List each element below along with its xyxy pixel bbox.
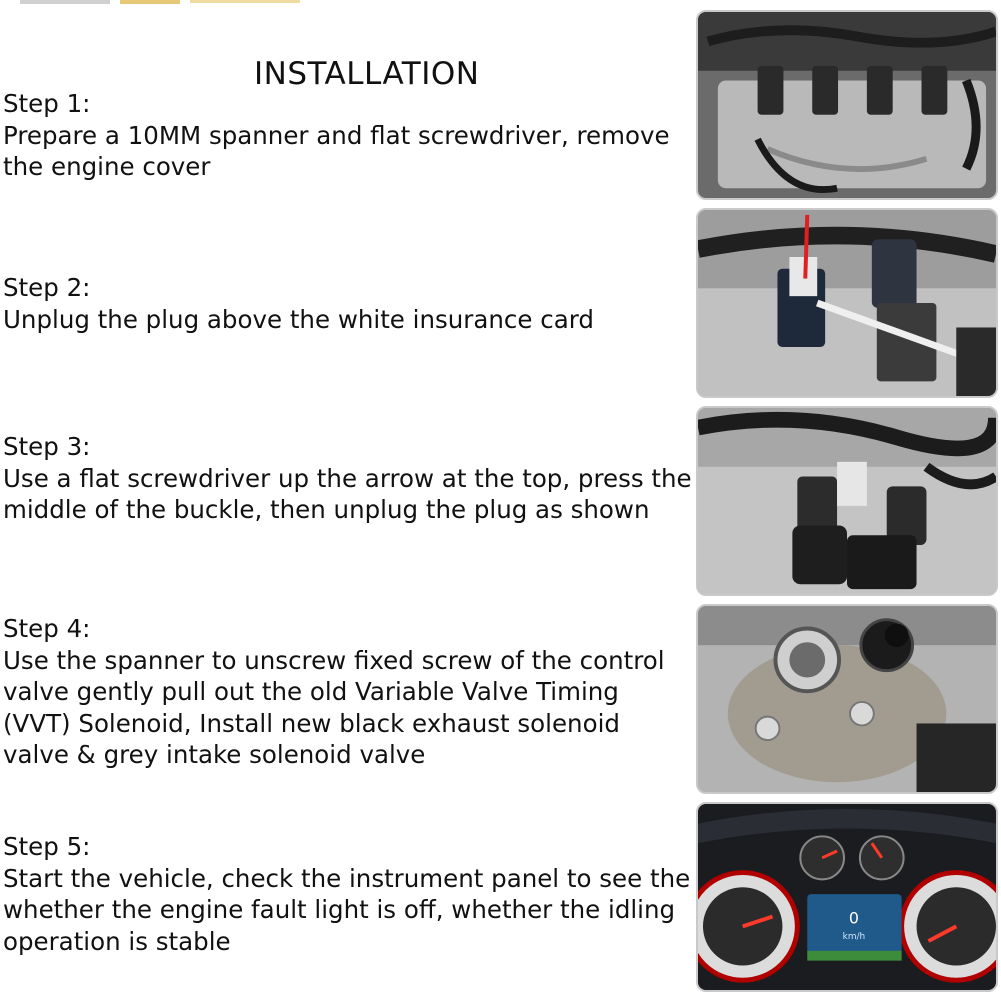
- dash-speed-value: 0: [849, 909, 859, 928]
- step-1-label: Step 1:: [3, 89, 91, 118]
- step-3-text: Use a flat screwdriver up the arrow at t…: [3, 463, 692, 525]
- step-3: Step 3: Use a flat screwdriver up the ar…: [3, 431, 693, 526]
- engine-cover-photo: [696, 10, 998, 200]
- brand-logo-fragment: [20, 0, 300, 4]
- step-1: Step 1: Prepare a 10MM spanner and flat …: [3, 88, 693, 183]
- step-1-text: Prepare a 10MM spanner and flat screwdri…: [3, 120, 670, 182]
- step-4: Step 4: Use the spanner to unscrew fixed…: [3, 613, 693, 771]
- step-2-text: Unplug the plug above the white insuranc…: [3, 304, 594, 334]
- step-2: Step 2: Unplug the plug above the white …: [3, 272, 693, 335]
- step-3-label: Step 3:: [3, 432, 91, 461]
- step-5-text: Start the vehicle, check the instrument …: [3, 863, 691, 956]
- step-5-label: Step 5:: [3, 832, 91, 861]
- step-2-label: Step 2:: [3, 273, 91, 302]
- dash-speed-unit: km/h: [843, 932, 866, 942]
- instrument-panel-photo: 0 km/h: [696, 802, 998, 992]
- step-4-text: Use the spanner to unscrew fixed screw o…: [3, 645, 665, 770]
- page-title: INSTALLATION: [254, 56, 480, 92]
- step-5: Step 5: Start the vehicle, check the ins…: [3, 831, 693, 957]
- step-4-label: Step 4:: [3, 614, 91, 643]
- buckle-release-photo: [696, 406, 998, 596]
- vvt-solenoid-photo: [696, 604, 998, 794]
- plug-unplug-photo: [696, 208, 998, 398]
